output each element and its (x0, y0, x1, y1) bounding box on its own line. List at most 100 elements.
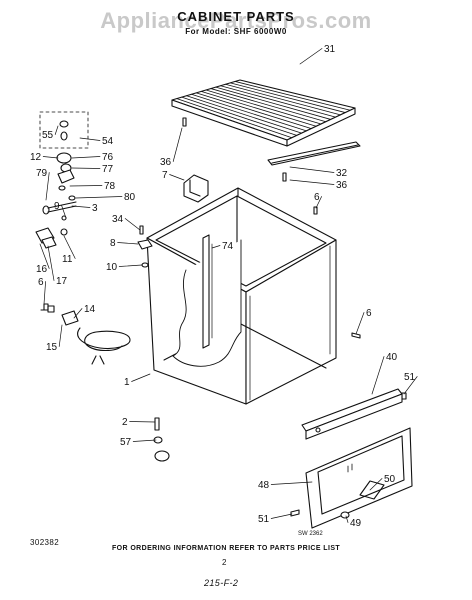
screw (182, 117, 187, 127)
leader-line (73, 308, 83, 319)
top-slat-line (195, 92, 312, 129)
access-panel (305, 427, 413, 529)
leader-line (289, 166, 335, 173)
top-slat-line (215, 86, 332, 120)
leader-line (39, 243, 50, 269)
vertical-strip (202, 234, 213, 349)
part-callout: 12 (30, 152, 42, 163)
drawing-code: SW 2362 (298, 531, 323, 537)
top-slat-line (205, 89, 322, 125)
handwritten-note: 215-F-2 (204, 578, 239, 588)
leader-line (42, 156, 59, 159)
page-number: 2 (222, 558, 227, 567)
front-trim (267, 141, 361, 166)
leader-line (75, 196, 123, 199)
leader-line (315, 196, 322, 209)
top-slat-line (186, 95, 302, 134)
part-callout: 51 (404, 372, 416, 383)
part-callout: 51 (258, 514, 270, 525)
part-callout: 9 (54, 201, 60, 212)
screw (313, 206, 318, 215)
leader-line (355, 312, 365, 335)
part-callout: 74 (222, 241, 234, 252)
part-callout: 77 (102, 164, 114, 175)
clip (137, 239, 153, 250)
leader-line (118, 264, 143, 267)
part-callout: 54 (102, 136, 114, 147)
leader-line (132, 439, 157, 442)
leader-line (124, 218, 141, 231)
part-callout: 49 (350, 518, 362, 529)
part-callout: 14 (84, 304, 96, 315)
doc-number: 302382 (30, 538, 60, 547)
leader-line (43, 281, 46, 305)
part-callout: 79 (36, 168, 48, 179)
screw (290, 509, 300, 517)
leader-line (289, 179, 335, 185)
cabinet (146, 187, 337, 405)
top-slat-line (234, 81, 351, 111)
screw (351, 332, 361, 339)
kick-rail (301, 388, 403, 440)
leader-line (117, 242, 139, 245)
part-callout: 78 (104, 181, 116, 192)
leveling-leg (153, 417, 170, 462)
part-callout: 6 (366, 308, 372, 319)
part-callout: 55 (42, 130, 54, 141)
part-callout: 2 (122, 417, 128, 428)
leader-line (45, 172, 50, 201)
top-slat-line (191, 93, 307, 132)
model-subtitle: For Model: SHF 6000W0 (185, 27, 287, 36)
part-callout: 6 (314, 192, 320, 203)
part-callout: 8 (110, 238, 116, 249)
page-title: CABINET PARTS (177, 9, 295, 24)
leader-line (131, 373, 151, 382)
leader-line (69, 185, 103, 187)
top-slat-line (225, 83, 341, 116)
leader-line (71, 156, 101, 159)
part-callout: 80 (124, 192, 136, 203)
leader-line (345, 515, 349, 523)
leader-line (47, 245, 55, 281)
part-callout: 31 (324, 44, 336, 55)
part-callout: 11 (62, 254, 73, 265)
part-callout: 36 (336, 180, 348, 191)
watermark: AppliancePartsPros.com (100, 8, 372, 33)
leader-line (79, 137, 101, 141)
top-slat-line (200, 91, 317, 127)
part-callout: 10 (106, 262, 118, 273)
part-callout: 48 (258, 480, 270, 491)
power-cord (40, 303, 131, 365)
top-panel (171, 79, 356, 147)
screw (282, 172, 287, 182)
part-callout: 15 (46, 342, 58, 353)
leader-line (71, 205, 91, 208)
leader-line (58, 324, 63, 347)
top-slat-line (229, 82, 346, 113)
bracket (183, 174, 209, 203)
leader-line (270, 513, 293, 519)
top-slat-line (210, 88, 327, 123)
part-callout: 57 (120, 437, 132, 448)
part-callout: 6 (38, 277, 44, 288)
leader-line (61, 205, 67, 219)
part-callout: 1 (124, 377, 130, 388)
ordering-note: FOR ORDERING INFORMATION REFER TO PARTS … (112, 545, 341, 552)
nut (141, 262, 149, 268)
leader-line (403, 376, 418, 395)
leader-line (54, 125, 59, 135)
part-callout: 3 (92, 203, 98, 214)
part-callout: 17 (56, 276, 68, 287)
part-callout: 7 (162, 170, 168, 181)
leader-line (172, 127, 183, 162)
leader-line (211, 245, 221, 249)
switch-assembly (35, 111, 89, 249)
screw (139, 225, 144, 235)
top-slat-line (181, 96, 298, 136)
leader-line (270, 481, 313, 485)
leader-line (299, 48, 323, 65)
leader-line (129, 421, 156, 423)
leader-line (369, 478, 383, 491)
leader-line (169, 174, 185, 181)
